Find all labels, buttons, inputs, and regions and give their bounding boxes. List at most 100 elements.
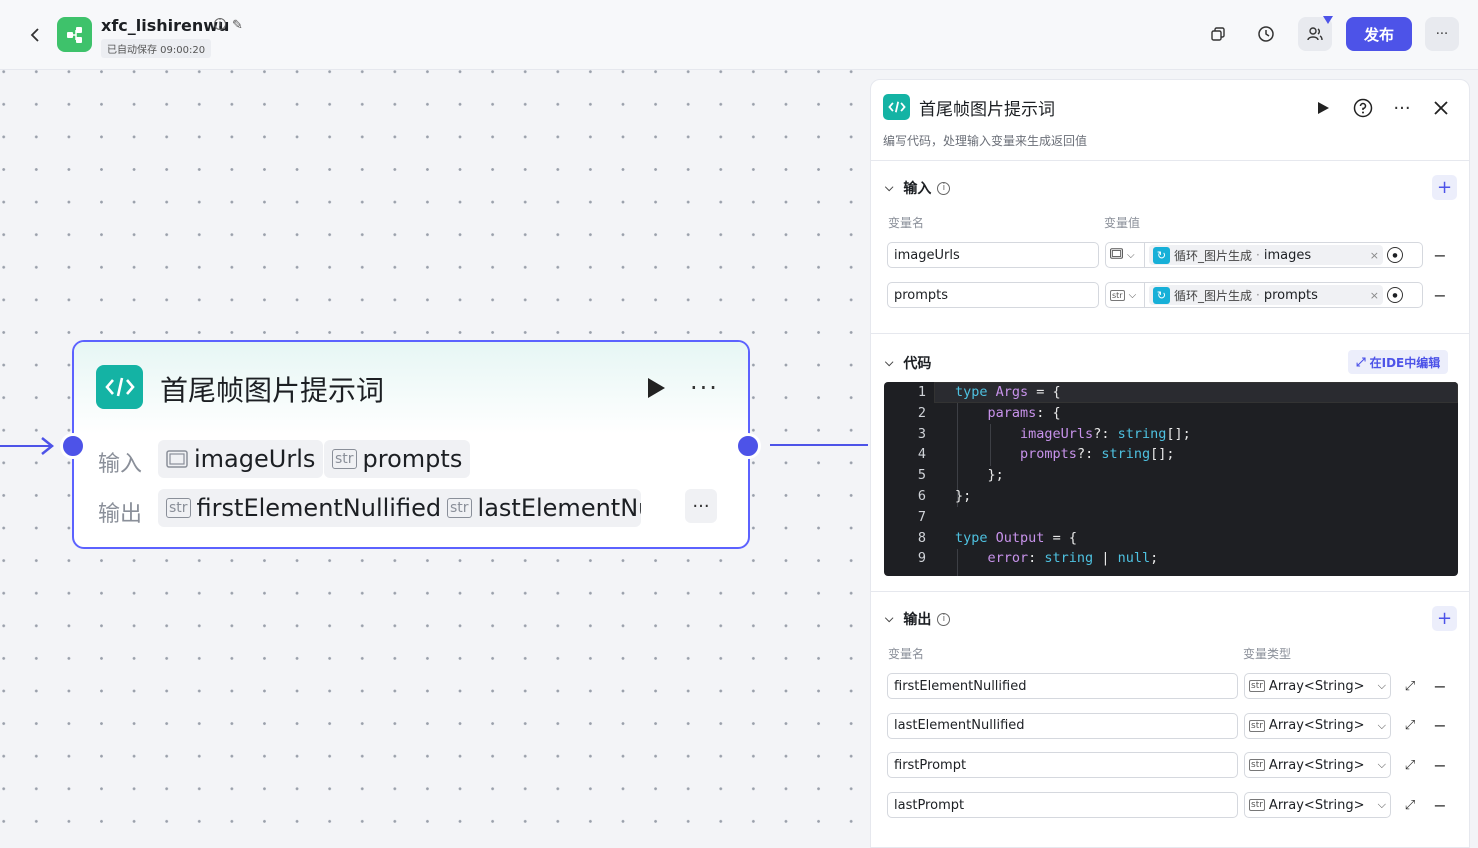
remove-input-button[interactable]: − — [1433, 245, 1447, 265]
code-section-header[interactable]: ⌵ 代码 — [885, 356, 932, 372]
copy-icon[interactable] — [1201, 17, 1235, 51]
input-name-field[interactable]: prompts — [887, 282, 1099, 308]
code-line: type Output = { — [955, 529, 1077, 546]
remove-output-button[interactable]: − — [1433, 755, 1447, 775]
string-type-icon: str — [1110, 289, 1125, 301]
output-name-field[interactable]: lastElementNullified — [887, 712, 1238, 739]
chevron-down-icon: ⌵ — [1377, 718, 1386, 732]
edit-in-ide-button[interactable]: ⤢ 在IDE中编辑 — [1348, 350, 1449, 374]
output-name-field[interactable]: firstPrompt — [887, 752, 1238, 779]
string-type-icon: str — [1249, 759, 1265, 772]
line-numbers: 1 2 3 4 5 6 7 8 9 — [917, 384, 926, 567]
code-icon — [883, 94, 910, 120]
chevron-down-icon: ⌵ — [1377, 758, 1386, 772]
output-section-header[interactable]: ⌵ 输出 i — [885, 609, 951, 629]
string-type-icon: str — [1249, 799, 1265, 812]
notification-badge-icon — [1323, 16, 1333, 24]
app-logo — [57, 17, 92, 52]
run-icon[interactable] — [1311, 96, 1335, 120]
chevron-down-icon[interactable]: ⌵ — [885, 356, 894, 369]
more-menu-button[interactable]: ··· — [1425, 17, 1459, 51]
input-port[interactable] — [60, 433, 86, 459]
publish-button[interactable]: 发布 — [1346, 17, 1412, 51]
close-icon[interactable] — [1429, 96, 1453, 120]
code-line: imageUrls?: string[]; — [1020, 425, 1191, 442]
chevron-down-icon[interactable]: ⌵ — [885, 181, 894, 194]
string-type-icon: str — [1249, 719, 1265, 732]
string-type-icon: str — [332, 449, 357, 469]
target-icon[interactable]: ● — [1387, 287, 1403, 303]
back-arrow-icon[interactable] — [24, 24, 46, 46]
edge-arrow-icon — [41, 437, 54, 455]
node-input-label: 输入 — [98, 452, 143, 477]
string-type-icon: str — [166, 498, 191, 518]
node-more-button[interactable]: ··· — [690, 374, 719, 402]
expand-icon[interactable]: ⤢ — [1404, 718, 1416, 734]
help-icon[interactable] — [1351, 96, 1375, 120]
expand-icon[interactable]: ⤢ — [1404, 757, 1416, 773]
clear-icon[interactable]: × — [1369, 288, 1379, 302]
remove-output-button[interactable]: − — [1433, 795, 1447, 815]
input-reference-selector[interactable]: ↻ 循环_图片生成 · images × ● — [1145, 242, 1423, 268]
output-port[interactable] — [735, 433, 761, 459]
input-section-header[interactable]: ⌵ 输入 i — [885, 178, 951, 198]
input-type-select[interactable]: ⌵ — [1105, 242, 1145, 268]
output-name-field[interactable]: lastPrompt — [887, 792, 1238, 819]
code-line: params: { — [987, 404, 1061, 421]
expand-icon[interactable]: ⤢ — [1404, 797, 1416, 813]
chevron-down-icon: ⌵ — [1128, 289, 1137, 301]
code-icon — [96, 365, 143, 409]
loop-icon: ↻ — [1153, 246, 1170, 264]
edge-in — [0, 445, 50, 447]
column-label: 变量类型 — [1243, 647, 1292, 661]
chevron-down-icon: ⌵ — [1377, 798, 1386, 812]
chevron-down-icon: ⌵ — [1127, 249, 1135, 261]
image-icon — [1110, 248, 1123, 262]
column-label: 变量值 — [1104, 216, 1141, 230]
node-output-chip: str lastElementNu — [439, 489, 641, 527]
code-line: error: string | null; — [987, 550, 1159, 567]
code-line: type Args = { — [955, 384, 1061, 400]
history-icon[interactable] — [1249, 17, 1283, 51]
input-reference-selector[interactable]: ↻ 循环_图片生成 · prompts × ● — [1145, 282, 1423, 308]
output-name-field[interactable]: firstElementNullified — [887, 673, 1238, 699]
remove-output-button[interactable]: − — [1433, 676, 1447, 696]
expand-icon: ⤢ — [1356, 354, 1366, 369]
remove-output-button[interactable]: − — [1433, 716, 1447, 736]
expand-icon[interactable]: ⤢ — [1404, 678, 1416, 694]
info-icon[interactable]: i — [214, 18, 226, 30]
edit-icon[interactable]: ✎ — [232, 18, 243, 33]
info-icon[interactable]: i — [937, 612, 951, 626]
more-icon[interactable]: ··· — [1393, 97, 1411, 119]
target-icon[interactable]: ● — [1387, 247, 1403, 263]
app-name: xfc_lishirenwu — [101, 16, 230, 35]
input-name-field[interactable]: imageUrls — [887, 242, 1099, 268]
code-line: }; — [955, 488, 972, 504]
column-label: 变量名 — [888, 216, 925, 230]
add-output-button[interactable]: + — [1432, 606, 1457, 631]
collaborators-icon[interactable] — [1298, 17, 1332, 51]
info-icon[interactable]: i — [937, 181, 951, 195]
code-editor[interactable]: 1 2 3 4 5 6 7 8 9 type Args = { params: … — [884, 382, 1458, 576]
chevron-down-icon: ⌵ — [1377, 679, 1386, 692]
node-outputs-more-button[interactable]: ··· — [685, 489, 717, 523]
clear-icon[interactable]: × — [1369, 248, 1379, 262]
panel-title: 首尾帧图片提示词 — [919, 100, 1055, 120]
input-type-select[interactable]: str ⌵ — [1105, 282, 1145, 308]
add-input-button[interactable]: + — [1432, 175, 1457, 200]
edge-out — [770, 444, 868, 446]
code-line: prompts?: string[]; — [1020, 446, 1175, 463]
node-title: 首尾帧图片提示词 — [160, 374, 385, 407]
string-type-icon: str — [447, 498, 472, 518]
remove-input-button[interactable]: − — [1433, 285, 1447, 305]
run-icon[interactable] — [644, 376, 668, 400]
panel-description: 编写代码，处理输入变量来生成返回值 — [883, 134, 1088, 148]
node-output-chip: str firstElementNullified — [158, 489, 450, 527]
code-line: }; — [955, 467, 1004, 484]
chevron-down-icon[interactable]: ⌵ — [885, 612, 894, 625]
code-node[interactable]: 首尾帧图片提示词 ··· 输入 imageUrls str prompts 输出… — [72, 340, 750, 549]
